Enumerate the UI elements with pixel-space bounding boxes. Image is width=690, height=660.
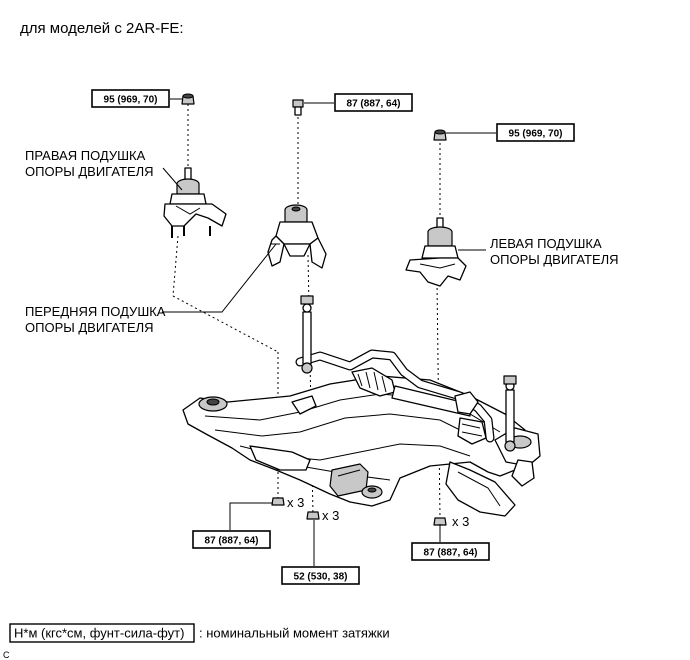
front-subframe (182, 375, 541, 517)
multiplier-bottom-left: x 3 (287, 495, 304, 510)
multiplier-bottom-center: x 3 (322, 508, 339, 523)
page-title: для моделей с 2AR-FE: (20, 20, 184, 37)
torque-value: 87 (887, 64) (347, 99, 401, 110)
label-line: ОПОРЫ ДВИГАТЕЛЯ (25, 164, 154, 179)
torque-value: 87 (887, 64) (424, 548, 478, 559)
torque-value: 95 (969, 70) (104, 95, 158, 106)
bottom-fasteners (271, 497, 447, 526)
label-line: ЛЕВАЯ ПОДУШКА (490, 236, 602, 251)
leader-lines (162, 98, 496, 566)
label-line: ОПОРЫ ДВИГАТЕЛЯ (25, 320, 154, 335)
legend-unit: Н*м (кгс*см, фунт-сила-фут) (14, 626, 184, 641)
torque-callout-bottom-left: 87 (887, 64) (192, 530, 271, 549)
torque-callout-bottom-right: 87 (887, 64) (411, 542, 490, 561)
left-engine-mount (405, 129, 467, 287)
legend-description: : номинальный момент затяжки (199, 626, 390, 641)
label-left-engine-mount: ЛЕВАЯ ПОДУШКА ОПОРЫ ДВИГАТЕЛЯ (490, 236, 619, 267)
torque-callout-left-nut: 95 (969, 70) (496, 123, 575, 142)
label-front-engine-mount: ПЕРЕДНЯЯ ПОДУШКА ОПОРЫ ДВИГАТЕЛЯ (25, 304, 166, 335)
multiplier-bottom-right: x 3 (452, 514, 469, 529)
legend: Н*м (кгс*см, фунт-сила-фут) : номинальны… (9, 623, 390, 643)
torque-value: 87 (887, 64) (205, 536, 259, 547)
torque-value: 95 (969, 70) (509, 129, 563, 140)
label-line: ОПОРЫ ДВИГАТЕЛЯ (490, 252, 619, 267)
torque-callout-right-nut: 95 (969, 70) (91, 89, 170, 108)
label-line: ПЕРЕДНЯЯ ПОДУШКА (25, 304, 166, 319)
label-line: ПРАВАЯ ПОДУШКА (25, 148, 146, 163)
torque-value: 52 (530, 38) (294, 572, 348, 583)
front-engine-mount (267, 99, 327, 269)
torque-callout-bottom-center: 52 (530, 38) (281, 566, 360, 585)
torque-callout-front-bolt: 87 (887, 64) (334, 93, 413, 112)
right-engine-mount (163, 93, 227, 238)
corner-code: C (3, 650, 10, 660)
stabilizer-bar (295, 295, 517, 452)
label-right-engine-mount: ПРАВАЯ ПОДУШКА ОПОРЫ ДВИГАТЕЛЯ (25, 148, 154, 179)
steering-rack (351, 367, 487, 445)
